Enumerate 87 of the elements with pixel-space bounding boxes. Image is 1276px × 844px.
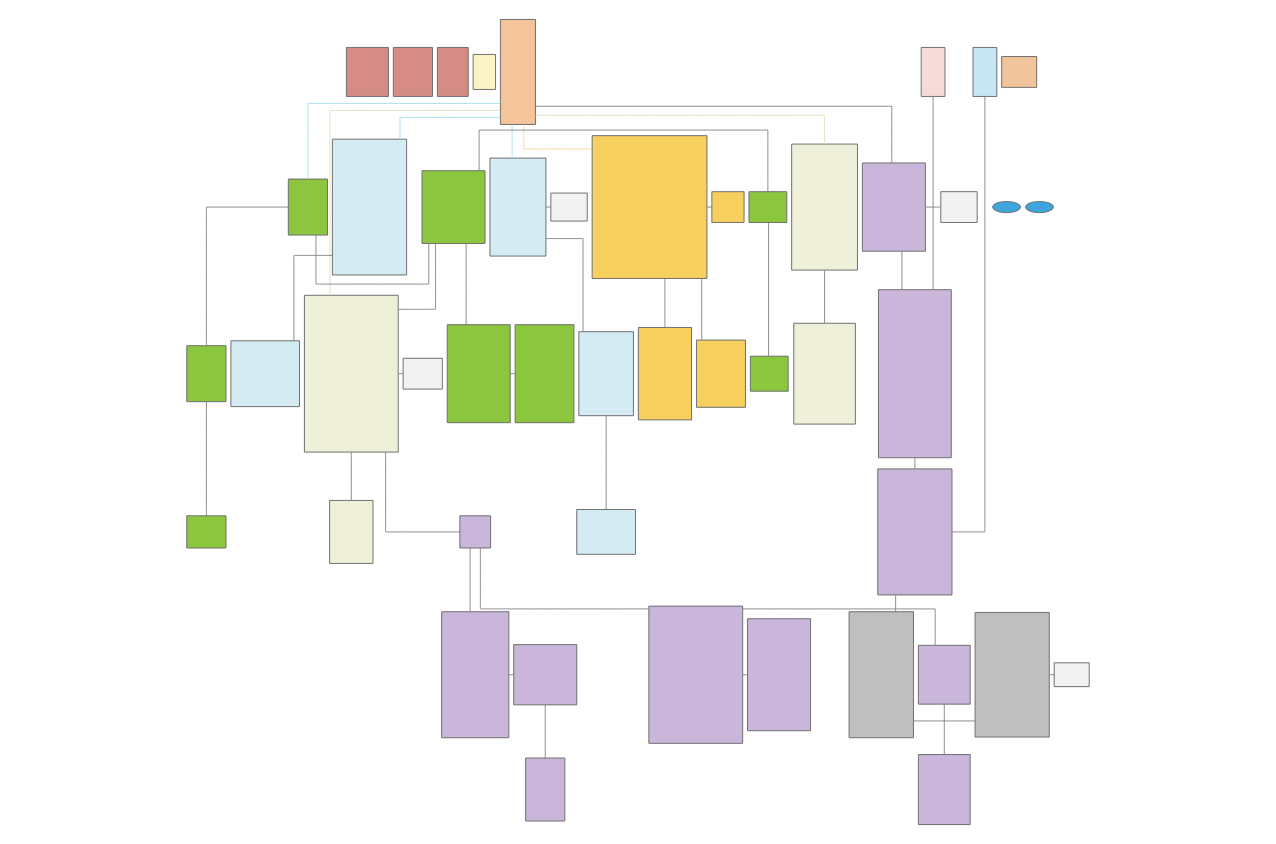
node-box xyxy=(186,345,227,403)
node-box xyxy=(446,324,511,424)
node-box xyxy=(1053,662,1090,688)
node-box xyxy=(1001,56,1038,88)
node-box xyxy=(917,644,971,705)
connector xyxy=(509,373,516,375)
connector xyxy=(742,608,936,646)
node-box xyxy=(550,192,588,222)
node-box xyxy=(186,515,227,549)
node-box xyxy=(861,162,926,252)
node-box xyxy=(576,509,637,555)
node-box xyxy=(499,18,536,125)
node-ellipse xyxy=(1025,201,1054,214)
connector xyxy=(951,96,986,533)
node-box xyxy=(402,357,443,390)
connector xyxy=(293,254,333,342)
node-box xyxy=(230,340,300,408)
node-box xyxy=(637,327,693,421)
node-box xyxy=(329,499,374,564)
connector xyxy=(397,243,436,310)
connector xyxy=(925,206,942,208)
node-ellipse xyxy=(992,201,1022,214)
node-box xyxy=(578,331,634,417)
connector xyxy=(511,124,513,159)
connector xyxy=(307,103,501,180)
node-box xyxy=(514,324,575,424)
node-box xyxy=(793,322,856,425)
connector xyxy=(469,547,471,612)
node-box xyxy=(848,611,914,739)
connector xyxy=(895,594,897,613)
node-box xyxy=(287,178,328,236)
node-box xyxy=(940,191,978,223)
connector xyxy=(523,124,593,150)
node-box xyxy=(421,170,486,244)
node-box xyxy=(331,138,408,276)
connector xyxy=(385,451,461,533)
node-box xyxy=(648,605,744,744)
connector xyxy=(478,129,769,192)
connector xyxy=(943,703,945,755)
connector xyxy=(535,105,893,164)
node-box xyxy=(749,355,789,392)
node-box xyxy=(917,754,971,826)
node-box xyxy=(878,289,952,459)
node-box xyxy=(513,644,578,706)
node-box xyxy=(489,157,547,257)
node-box xyxy=(747,618,812,732)
connector xyxy=(206,401,207,517)
connector xyxy=(901,250,903,291)
node-box xyxy=(441,611,510,739)
node-box xyxy=(303,294,399,453)
connector xyxy=(397,373,404,375)
node-box xyxy=(472,53,496,90)
connector xyxy=(465,243,467,325)
node-box xyxy=(459,515,492,549)
node-box xyxy=(877,468,953,596)
node-box xyxy=(791,143,858,271)
connector xyxy=(932,96,934,291)
node-box xyxy=(392,46,433,97)
connector xyxy=(479,547,650,610)
connector xyxy=(1049,674,1055,676)
node-box xyxy=(436,46,469,97)
node-box xyxy=(920,46,946,97)
connector xyxy=(913,720,976,722)
node-box xyxy=(525,757,566,822)
connector xyxy=(350,451,352,501)
node-box xyxy=(711,191,745,223)
node-box xyxy=(974,611,1050,738)
connector xyxy=(914,457,916,470)
connector xyxy=(824,269,825,324)
connector xyxy=(664,278,666,328)
connector xyxy=(544,704,546,759)
connector xyxy=(545,238,584,333)
connector xyxy=(701,278,703,341)
connector xyxy=(768,222,769,357)
connector xyxy=(605,415,607,510)
connector xyxy=(399,117,501,140)
connector xyxy=(535,114,825,145)
connector xyxy=(206,206,289,347)
connector xyxy=(329,110,501,296)
node-box xyxy=(591,135,708,279)
node-box xyxy=(748,191,788,223)
connector xyxy=(315,234,430,285)
connector xyxy=(742,674,748,676)
connector xyxy=(508,674,515,676)
node-box xyxy=(695,339,746,408)
node-box xyxy=(345,46,389,97)
node-box xyxy=(972,46,998,97)
